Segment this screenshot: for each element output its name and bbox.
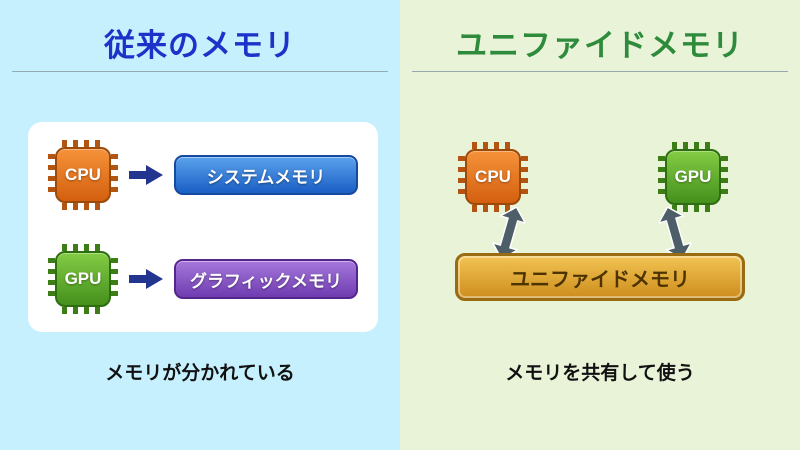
chip-pins [721, 156, 728, 198]
gpu-chip-label: GPU [55, 251, 111, 307]
chip-pins [472, 142, 514, 149]
unified-memory-box: ユニファイドメモリ [455, 253, 745, 301]
chip-pins [521, 156, 528, 198]
unified-memory-section: ユニファイドメモリ CPU GPU ユニファイドメモリ メモリを共有して使う [400, 0, 800, 450]
traditional-memory-caption: メモリが分かれている [105, 363, 295, 384]
unified-memory-caption: メモリを共有して使う [505, 363, 695, 384]
traditional-memory-section: 従来のメモリ CPU システムメモリ [0, 0, 400, 450]
chip-pins [672, 142, 714, 149]
chip-pins [62, 203, 104, 210]
gpu-chip-label: GPU [665, 149, 721, 205]
gpu-chip-icon: GPU [658, 142, 728, 212]
chip-pins [48, 154, 55, 196]
chip-pins [48, 258, 55, 300]
chip-pins [472, 205, 514, 212]
traditional-memory-title: 従来のメモリ [104, 28, 296, 63]
chip-pins [111, 154, 118, 196]
gpu-chip-icon: GPU [48, 244, 118, 314]
system-memory-box: システムメモリ [174, 155, 358, 195]
traditional-memory-panel: CPU システムメモリ GPU グラフィックメモリ [28, 122, 378, 332]
chip-pins [458, 156, 465, 198]
chip-pins [672, 205, 714, 212]
right-arrow-icon [129, 269, 163, 289]
left-divider-line [12, 71, 388, 72]
cpu-row: CPU システムメモリ [48, 140, 358, 210]
cpu-chip-icon: CPU [458, 142, 528, 212]
chip-pins [62, 244, 104, 251]
cpu-chip-label: CPU [465, 149, 521, 205]
cpu-chip-icon: CPU [48, 140, 118, 210]
graphics-memory-box: グラフィックメモリ [174, 259, 358, 299]
chip-pins [62, 140, 104, 147]
cpu-chip-label: CPU [55, 147, 111, 203]
right-arrow-icon [129, 165, 163, 185]
unified-memory-title: ユニファイドメモリ [456, 28, 744, 63]
chip-pins [62, 307, 104, 314]
right-divider-line [412, 71, 788, 72]
chip-pins [658, 156, 665, 198]
gpu-row: GPU グラフィックメモリ [48, 244, 358, 314]
chip-pins [111, 258, 118, 300]
